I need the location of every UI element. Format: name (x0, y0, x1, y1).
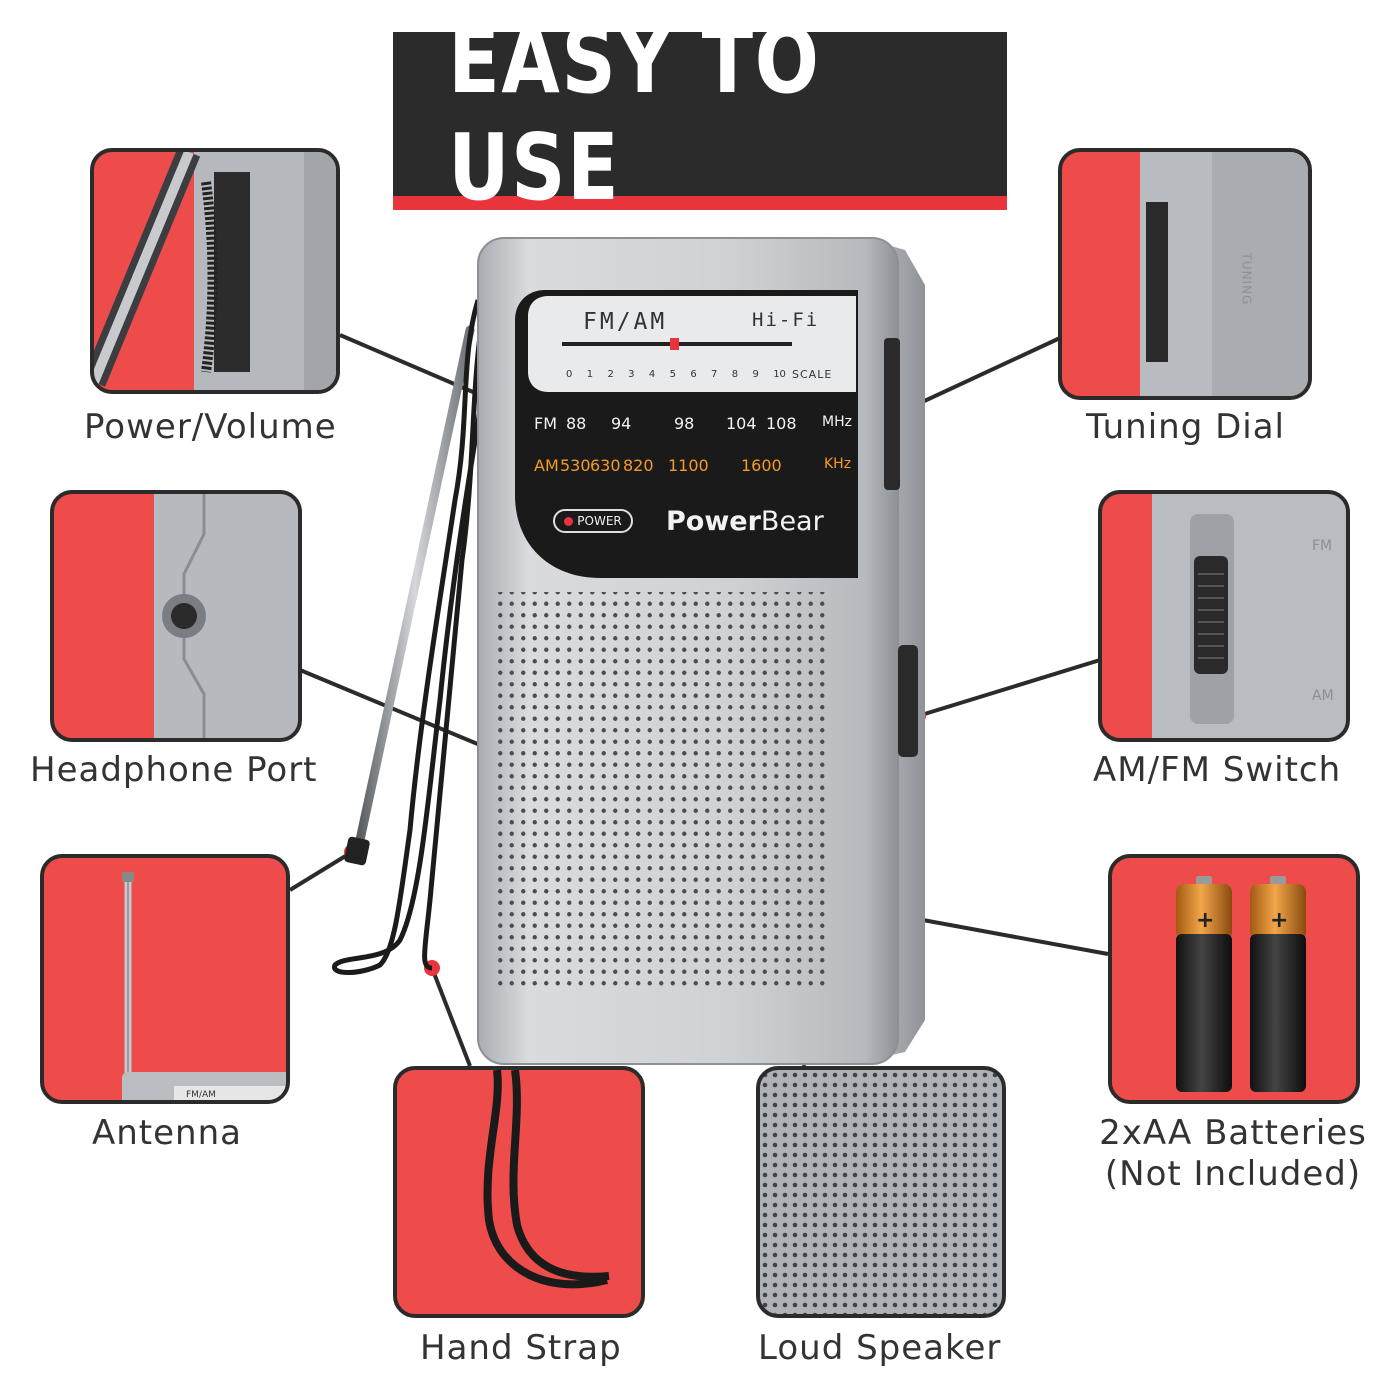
batteries-image (1176, 876, 1306, 1092)
am-band-label: AM (534, 456, 559, 475)
panel-headphone-port (50, 490, 302, 742)
power-button-label: POWER (577, 514, 622, 528)
panel-antenna: FM/AM (40, 854, 290, 1104)
scale-tick: 9 (752, 369, 759, 380)
panel-batteries: + + (1108, 854, 1360, 1104)
radio-scale-ticks: 0 1 2 3 4 5 6 7 8 9 10 (566, 369, 786, 380)
radio-band-label: FM/AM (583, 309, 668, 335)
am-frequency: 530 (560, 456, 591, 475)
hand-strap-closeup (483, 1070, 610, 1289)
am-unit: KHz (824, 456, 852, 472)
scale-tick: 7 (711, 369, 718, 380)
label-batteries-line2: (Not Included) (1104, 1154, 1362, 1194)
label-power-volume: Power/Volume (84, 407, 337, 447)
label-batteries-line1: 2xAA Batteries (1099, 1113, 1367, 1153)
tuning-engraving: TUNING (1239, 252, 1254, 306)
header-title: EASY TO USE (448, 7, 821, 221)
switch-closeup (1152, 494, 1346, 738)
am-frequency: 1100 (668, 456, 709, 475)
battery-plus-icon: + (1270, 908, 1289, 933)
brand-bold: Power (666, 506, 761, 537)
label-tuning-dial: Tuning Dial (1086, 407, 1285, 447)
antenna-closeup (122, 872, 286, 1100)
brand-logo: PowerBear (666, 506, 824, 537)
label-antenna: Antenna (92, 1113, 242, 1153)
fm-frequency: 108 (766, 414, 797, 433)
panel-tuning-dial: TUNING (1058, 148, 1312, 400)
panel-loud-speaker (756, 1066, 1006, 1318)
scale-tick: 0 (566, 369, 573, 380)
label-loud-speaker: Loud Speaker (758, 1328, 1002, 1368)
am-frequency: 1600 (741, 456, 782, 475)
tuning-wheel-closeup (1140, 152, 1308, 396)
headphone-port-closeup (154, 494, 298, 738)
scale-tick: 6 (690, 369, 697, 380)
battery-plus-icon: + (1196, 908, 1215, 933)
header-banner (393, 32, 1007, 208)
brand-light: Bear (760, 506, 824, 537)
scale-tick: 5 (669, 369, 676, 380)
switch-am-engraving: AM (1312, 688, 1334, 704)
radio-hifi-label: Hi-Fi (752, 309, 820, 331)
fm-frequency: 104 (726, 414, 757, 433)
fm-frequency: 88 (566, 414, 587, 433)
scale-tick: 2 (607, 369, 614, 380)
label-headphone-port: Headphone Port (30, 750, 318, 790)
speaker-grille-closeup (760, 1070, 1002, 1314)
switch-fm-engraving: FM (1312, 538, 1333, 554)
scale-tick: 1 (586, 369, 594, 380)
header-accent-bar (393, 196, 1007, 210)
fm-frequency: 94 (611, 414, 632, 433)
scale-tick: 8 (731, 369, 739, 380)
panel-hand-strap (393, 1066, 645, 1318)
fm-band-label: FM (534, 414, 558, 433)
antenna-band-label: FM/AM (186, 1090, 216, 1100)
power-indicator-icon (564, 516, 574, 526)
label-hand-strap: Hand Strap (420, 1328, 622, 1368)
panel-power-volume (90, 148, 340, 394)
radio-scale-label: SCALE (792, 368, 833, 381)
scale-tick: 4 (648, 369, 656, 380)
scale-tick: 10 (773, 369, 786, 380)
volume-wheel-closeup (94, 152, 336, 390)
radio-illustration (332, 237, 925, 1065)
panel-am-fm-switch: FM AM (1098, 490, 1350, 742)
am-frequency: 820 (623, 456, 654, 475)
label-am-fm-switch: AM/FM Switch (1093, 750, 1342, 790)
am-frequency: 630 (590, 456, 621, 475)
fm-frequency: 98 (674, 414, 695, 433)
power-button[interactable]: POWER (553, 509, 633, 533)
fm-unit: MHz (822, 414, 852, 430)
scale-tick: 3 (628, 369, 635, 380)
